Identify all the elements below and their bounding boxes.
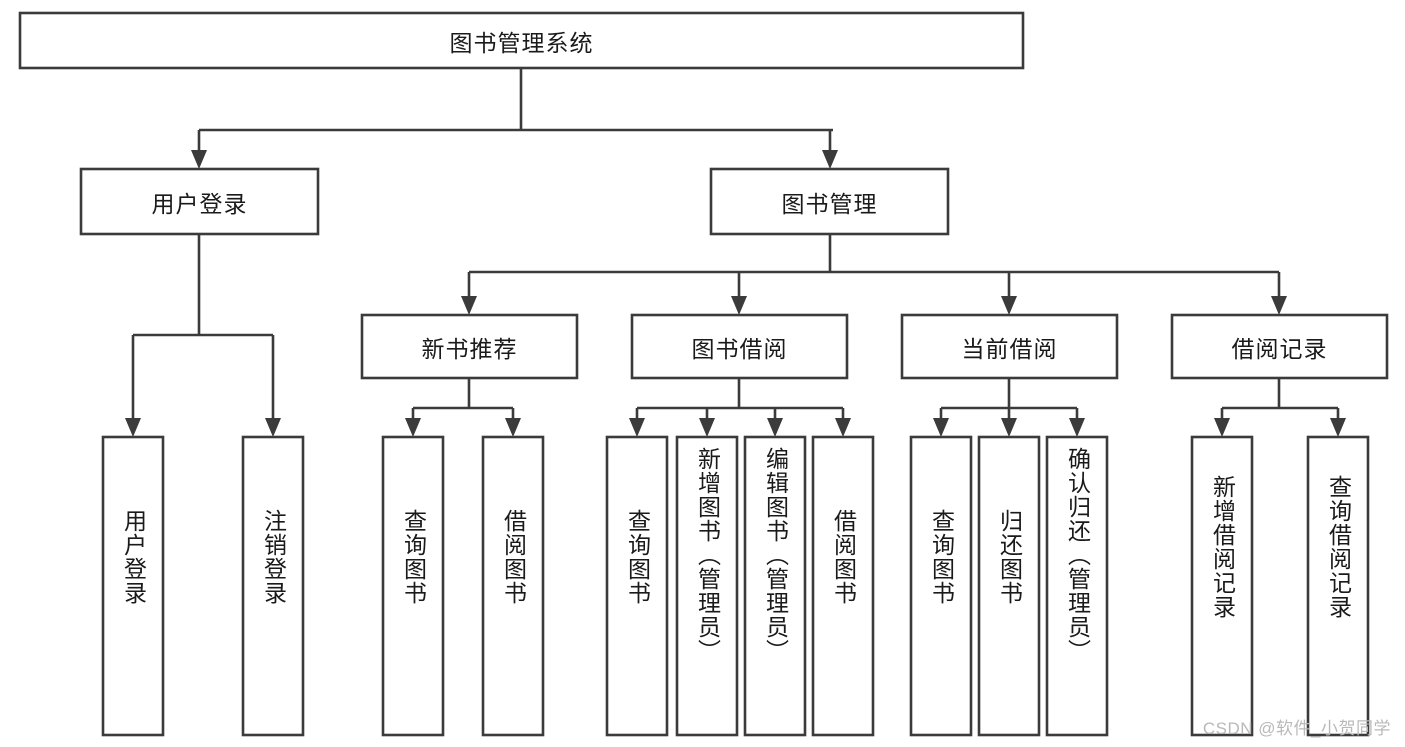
node-box-leaf-return-book[interactable] [977,435,1041,737]
node-box-leaf-edit-book-admin[interactable] [743,435,807,737]
edge-current-borrow-to-bus [941,378,1077,410]
arrow-head-leaf-borrow-book-2 [835,418,851,437]
node-box-leaf-query-book-2[interactable] [605,435,669,737]
node-box-current-borrow[interactable] [900,313,1119,380]
arrow-head-book-manage [822,150,838,169]
node-box-borrow-record[interactable] [1170,313,1389,380]
arrow-head-leaf-return-book [1001,418,1017,437]
arrow-head-user-login [191,150,207,169]
node-box-book-borrow[interactable] [630,313,849,380]
node-box-leaf-add-borrow-record[interactable] [1190,435,1254,737]
node-box-leaf-query-borrow-record[interactable] [1306,435,1370,737]
edge-borrow-record-to-bus [1222,378,1338,410]
node-box-leaf-user-login[interactable] [101,435,165,737]
arrow-head-leaf-logout [265,418,281,437]
node-box-leaf-add-book-admin[interactable] [675,435,739,737]
edge-book-manage-to-bus [469,234,1279,274]
node-box-leaf-confirm-return-admin[interactable] [1045,435,1109,737]
node-box-root[interactable] [18,11,1025,70]
arrow-head-new-book-rec [461,296,477,315]
arrow-head-current-borrow [1001,296,1017,315]
edge-user-login-to-bus [133,234,273,337]
edge-root-to-bus [199,68,833,132]
node-box-book-manage[interactable] [709,167,950,236]
arrow-head-leaf-confirm-return-admin [1069,418,1085,437]
node-box-user-login[interactable] [79,167,320,236]
arrow-head-book-borrow [731,296,747,315]
arrow-head-borrow-record [1271,296,1287,315]
node-box-new-book-rec[interactable] [360,313,579,380]
node-box-leaf-borrow-book-2[interactable] [811,435,875,737]
arrow-head-leaf-query-book-1 [405,418,421,437]
node-box-leaf-borrow-book-1[interactable] [481,435,545,737]
arrow-head-leaf-edit-book-admin [767,418,783,437]
arrow-head-leaf-user-login [125,418,141,437]
arrow-head-leaf-add-borrow-record [1214,418,1230,437]
arrow-head-leaf-borrow-book-1 [505,418,521,437]
node-box-leaf-query-book-1[interactable] [381,435,445,737]
arrow-head-leaf-add-book-admin [699,418,715,437]
node-box-leaf-logout[interactable] [241,435,305,737]
arrow-head-leaf-query-book-2 [629,418,645,437]
arrow-head-leaf-query-book-3 [933,418,949,437]
edge-book-borrow-to-bus [637,378,843,410]
node-box-leaf-query-book-3[interactable] [909,435,973,737]
edge-new-book-rec-to-bus [413,378,513,410]
arrow-head-leaf-query-borrow-record [1330,418,1346,437]
